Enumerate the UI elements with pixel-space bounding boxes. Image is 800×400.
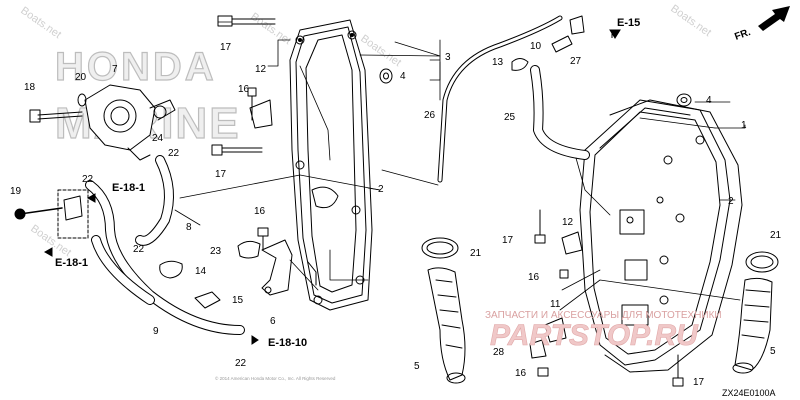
part-number-label-14[interactable]: 14: [195, 266, 207, 277]
part-number-label-16[interactable]: 16: [528, 272, 540, 283]
bracket-12-left: [249, 99, 273, 129]
svg-text:ЗАПЧАСТИ И АКСЕССУАРЫ ДЛЯ МОТО: ЗАПЧАСТИ И АКСЕССУАРЫ ДЛЯ МОТОТЕХНИКИ: [485, 310, 722, 321]
clamp-15: [194, 291, 221, 309]
part-number-label-27[interactable]: 27: [570, 56, 582, 67]
part-number-label-22[interactable]: 22: [168, 148, 180, 159]
front-direction-arrow-icon: [758, 6, 790, 31]
reference-label-e-18-1[interactable]: E-18-1: [112, 182, 145, 194]
svg-text:Boats.net: Boats.net: [668, 3, 713, 39]
part-number-label-21[interactable]: 21: [470, 248, 482, 259]
reference-label-e-18-1[interactable]: E-18-1: [55, 257, 88, 269]
clamp-14: [159, 260, 183, 279]
part-number-label-3[interactable]: 3: [445, 52, 451, 63]
front-direction-label: FR.: [733, 27, 752, 43]
bolt-17-mid: [211, 144, 263, 156]
part-number-label-2[interactable]: 2: [728, 196, 734, 207]
part-number-label-17[interactable]: 17: [502, 235, 514, 246]
svg-text:Boats.net: Boats.net: [248, 11, 293, 47]
intake-hose-5-center: [427, 267, 466, 384]
bolt-16-right2: [537, 367, 549, 377]
washer-20: [77, 93, 87, 107]
svg-text:HONDA: HONDA: [55, 45, 217, 89]
leader-lines: [174, 21, 746, 311]
part-number-label-7[interactable]: 7: [112, 64, 118, 75]
part-number-label-19[interactable]: 19: [10, 186, 22, 197]
part-number-label-11[interactable]: 11: [550, 299, 561, 310]
copyright-text: © 2014 American Honda Motor Co., Inc. Al…: [215, 375, 336, 381]
part-number-label-22[interactable]: 22: [82, 174, 94, 185]
bolt-17-bottom: [672, 354, 684, 387]
svg-text:Boats.net: Boats.net: [358, 33, 403, 69]
bolt-18: [29, 109, 83, 123]
intake-hose-5-right: [732, 277, 773, 374]
hose-25: [530, 65, 590, 160]
part-number-label-9[interactable]: 9: [153, 326, 159, 337]
part-number-label-4[interactable]: 4: [400, 71, 406, 82]
part-number-label-17[interactable]: 17: [215, 169, 227, 180]
part-number-label-18[interactable]: 18: [24, 82, 36, 93]
diagram-code: ZX24E0100A: [722, 388, 776, 398]
clip-28: [529, 339, 547, 359]
part-number-label-26[interactable]: 26: [424, 110, 436, 121]
part-number-label-22[interactable]: 22: [235, 358, 247, 369]
bolt-16-right1: [559, 269, 569, 279]
part-number-label-23[interactable]: 23: [210, 246, 222, 257]
svg-text:PARTSTOP.RU: PARTSTOP.RU: [490, 319, 699, 352]
part-number-label-1[interactable]: 1: [741, 120, 747, 131]
part-number-label-5[interactable]: 5: [414, 361, 420, 372]
part-number-label-5[interactable]: 5: [770, 346, 776, 357]
part-number-label-6[interactable]: 6: [270, 316, 276, 327]
bracket-11: [544, 317, 567, 343]
hose-8: [135, 155, 174, 246]
shop-watermark: ЗАПЧАСТИ И АКСЕССУАРЫ ДЛЯ МОТОТЕХНИКИ PA…: [485, 310, 722, 352]
head-cover-right: [579, 99, 731, 366]
hose-26: [437, 15, 563, 183]
part-number-label-15[interactable]: 15: [232, 295, 244, 306]
part-number-label-8[interactable]: 8: [186, 222, 192, 233]
part-number-label-12[interactable]: 12: [562, 217, 574, 228]
part-number-label-10[interactable]: 10: [530, 41, 542, 52]
part-number-label-16[interactable]: 16: [515, 368, 527, 379]
part-number-label-24[interactable]: 24: [152, 133, 164, 144]
bolt-16-mid: [257, 227, 269, 251]
part-number-label-20[interactable]: 20: [75, 72, 87, 83]
part-number-label-17[interactable]: 17: [220, 42, 232, 53]
bolt-17-top: [217, 15, 276, 27]
svg-text:Boats.net: Boats.net: [18, 5, 63, 41]
part-number-label-17[interactable]: 17: [693, 377, 705, 388]
gasket-right: [604, 99, 743, 373]
part-number-label-21[interactable]: 21: [770, 230, 782, 241]
head-cover-left: [289, 19, 373, 311]
part-number-label-28[interactable]: 28: [493, 347, 505, 358]
clip-13: [511, 58, 529, 71]
part-number-label-2[interactable]: 2: [378, 184, 384, 195]
fitting-10: [551, 35, 573, 53]
bracket-assembly-19: [14, 189, 89, 239]
bracket-6: [261, 239, 293, 296]
reference-label-e-15[interactable]: E-15: [617, 17, 640, 29]
reference-label-e-18-10[interactable]: E-18-10: [268, 337, 307, 349]
hose-9: [85, 180, 245, 335]
part-number-label-16[interactable]: 16: [238, 84, 250, 95]
bracket-12-right: [561, 231, 583, 255]
part-number-label-13[interactable]: 13: [492, 57, 504, 68]
bolt-17-right: [534, 209, 546, 244]
clamp-21-center: [421, 237, 459, 259]
reference-arrows: [43, 29, 621, 345]
fitting-27: [569, 15, 585, 35]
part-number-label-25[interactable]: 25: [504, 112, 516, 123]
seal-4-left: [379, 68, 393, 84]
clamp-21-right: [745, 251, 779, 273]
clamp-23: [237, 240, 261, 259]
part-number-label-4[interactable]: 4: [706, 95, 712, 106]
seal-4-right: [676, 93, 692, 107]
part-number-label-12[interactable]: 12: [255, 64, 267, 75]
pump-housing: [84, 84, 176, 161]
part-number-label-16[interactable]: 16: [254, 206, 266, 217]
part-number-label-22[interactable]: 22: [133, 244, 145, 255]
